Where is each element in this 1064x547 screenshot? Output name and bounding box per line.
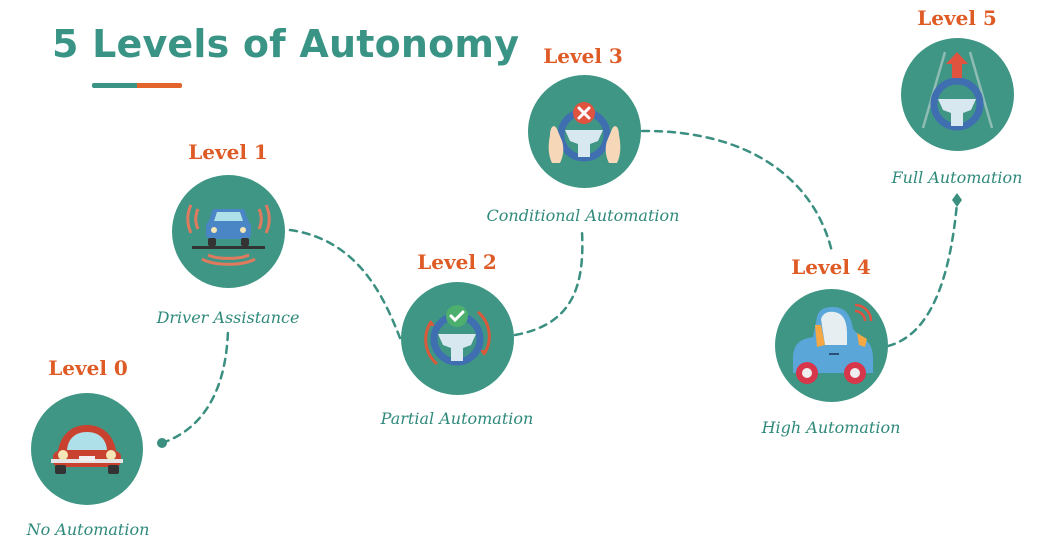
level-2-circle	[401, 282, 514, 395]
level-0-label: Level 0	[48, 356, 128, 380]
classic-car-icon	[51, 425, 123, 474]
steering-wheel-check-icon	[424, 305, 491, 366]
level-1-label: Level 1	[188, 140, 268, 164]
level-5-circle	[901, 38, 1014, 151]
page-title: 5 Levels of Autonomy	[52, 22, 520, 66]
level-2-label: Level 2	[417, 250, 497, 274]
autonomous-car-icon	[793, 303, 873, 384]
level-4-label: Level 4	[791, 255, 871, 279]
connector-start-dot	[157, 438, 167, 448]
level-2-description: Partial Automation	[380, 409, 534, 428]
level-5-label: Level 5	[917, 6, 997, 30]
level-3-circle	[528, 75, 641, 188]
level-4-description: High Automation	[761, 418, 901, 437]
level-3-label: Level 3	[543, 44, 623, 68]
connector-0-1	[160, 328, 230, 445]
title-underline	[92, 83, 182, 88]
hands-off-steering-wheel-icon	[548, 102, 621, 163]
level-4-circle	[775, 289, 888, 402]
level-3-description: Conditional Automation	[486, 206, 680, 225]
connector-2-3	[513, 230, 584, 337]
level-1-description: Driver Assistance	[156, 308, 300, 327]
level-0-circle	[31, 393, 143, 505]
connector-3-4	[640, 129, 834, 254]
level-5-description: Full Automation	[891, 168, 1023, 187]
level-0-description: No Automation	[26, 520, 150, 539]
steering-wheel-arrow-up-icon	[921, 51, 994, 131]
car-sensors-icon	[186, 204, 271, 266]
level-1-circle	[172, 175, 285, 288]
connector-4-5	[886, 201, 959, 348]
connector-end-marker	[952, 193, 962, 207]
connector-1-2	[288, 228, 402, 340]
